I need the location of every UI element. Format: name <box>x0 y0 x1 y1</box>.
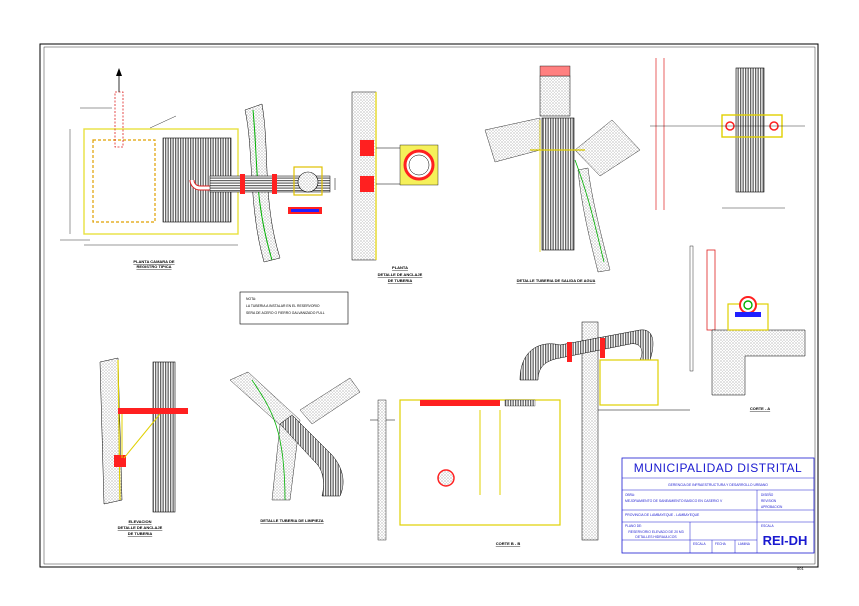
note-line: SERA DE ACERO O FIERRO GALVANIZADO FULL <box>246 311 325 315</box>
detail-planta-anclaje: PLANTA DETALLE DE ANCLAJE DE TUBERIA <box>351 91 439 283</box>
detail-tuberia-salida: DETALLE TUBERIA DE SALIDA DE AGUA <box>484 65 641 283</box>
detail-anclaje-tuberia <box>209 103 336 263</box>
detail-tuberia-limpieza: DETALLE TUBERIA DE LIMPIEZA <box>229 371 361 523</box>
note-heading: NOTA: <box>246 297 256 301</box>
title-entity: MUNICIPALIDAD DISTRITAL <box>634 461 802 475</box>
detail-corte-a: CORTE - A <box>689 245 806 411</box>
caption-line: DE TUBERIA <box>388 278 413 283</box>
sheet-code: REI-DH <box>763 533 808 548</box>
caption-line: DETALLE DE ANCLAJE <box>378 272 423 277</box>
caption-line: PLANTA CAMARA DE <box>133 259 175 264</box>
caption-line: REGISTRO TIPICA <box>136 264 171 269</box>
caption-line: CORTE - A <box>750 406 770 411</box>
title-bottom-label: LAMINA <box>738 542 751 546</box>
title-project: MEJORAMIENTO DE SANEAMIENTO BASICO EN CA… <box>625 499 723 503</box>
inner-frame <box>43 46 816 565</box>
title-plan-label: PLANO DE: <box>625 524 642 528</box>
title-block: MUNICIPALIDAD DISTRITAL GERENCIA DE INFR… <box>621 457 815 554</box>
note-line: LA TUBERIA A INSTALAR EN EL RESERVORIO <box>246 304 320 308</box>
title-project-label: OBRA: <box>625 493 635 497</box>
caption-line: CORTE B - B <box>496 541 521 546</box>
title-bottom-label: ESCALA <box>693 542 706 546</box>
title-office: GERENCIA DE INFRAESTRUCTURA Y DESARROLLO… <box>668 483 768 487</box>
title-right-label: DISEÑO <box>761 492 774 497</box>
title-plan-2: DETALLES HIDRAULICOS <box>635 535 677 539</box>
title-right-label: REVISION <box>761 499 777 503</box>
title-bottom-label: FECHA <box>715 542 727 546</box>
caption-line: ELEVACION <box>128 519 151 524</box>
caption-line: DETALLE TUBERIA DE SALIDA DE AGUA <box>517 278 596 283</box>
detail-corte-b: CORTE B - B <box>370 321 690 546</box>
title-right-label: ESCALA <box>761 524 774 528</box>
title-plan-1: RESERVORIO ELEVADO DE 20 M3 <box>628 530 683 534</box>
outer-frame <box>39 43 819 568</box>
caption-line: PLANTA <box>392 265 408 270</box>
page-number: 001 <box>797 566 804 571</box>
caption-line: DETALLE TUBERIA DE LIMPIEZA <box>260 518 323 523</box>
caption-line: DETALLE DE ANCLAJE <box>118 525 163 530</box>
detail-elevacion-anclaje: ELEVACION DETALLE DE ANCLAJE DE TUBERIA <box>99 357 188 536</box>
title-right-label: APROBACION <box>761 505 783 509</box>
detail-anclaje-elevacion-right <box>650 58 805 210</box>
caption-line: DE TUBERIA <box>128 531 153 536</box>
note-box: NOTA: LA TUBERIA A INSTALAR EN EL RESERV… <box>239 291 349 325</box>
title-location: PROVINCIA DE LAMBAYEQUE - LAMBAYEQUE <box>625 513 700 517</box>
detail-planta-camara: PLANTA CAMARA DE REGISTRO TIPICA <box>60 68 240 269</box>
